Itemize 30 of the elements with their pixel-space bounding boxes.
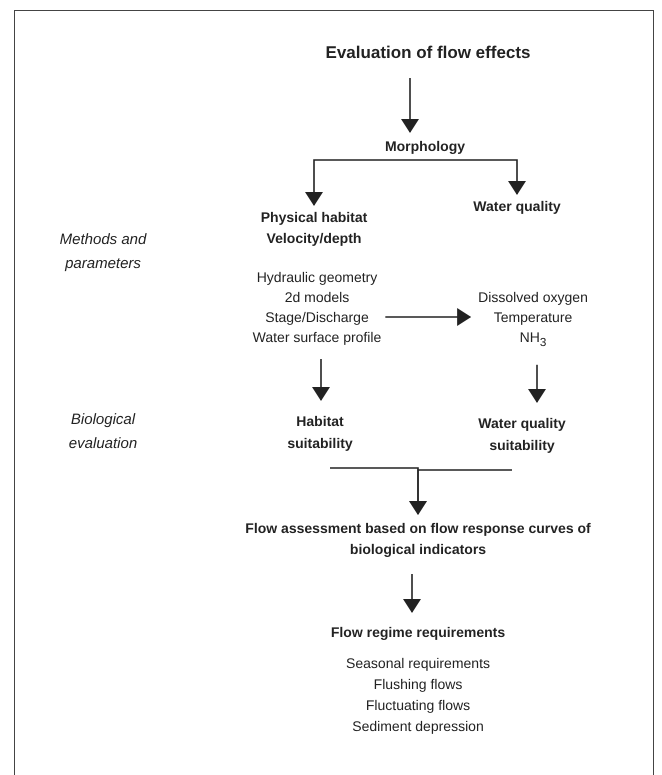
box-text: Flow assessment based on flow response curves of biological indicators — [244, 519, 592, 559]
node-label: Velocity/depth — [266, 229, 362, 248]
arrow — [385, 308, 472, 326]
node-label: Physical habitat — [260, 208, 368, 227]
row-label: Methods and parameters — [58, 230, 148, 274]
list-item: Stage/Discharge — [265, 308, 369, 327]
node-label: Water quality suitability — [477, 414, 567, 455]
row-label: Biological evaluation — [68, 410, 138, 454]
arrow — [312, 359, 330, 401]
arrow — [403, 574, 421, 613]
heading-text: Evaluation of flow effects — [326, 42, 530, 64]
list-item: Fluctuating flows — [366, 696, 470, 715]
list-item: Sediment depression — [352, 717, 484, 736]
arrow — [425, 159, 526, 195]
node-label: Flow regime requirements — [330, 623, 506, 642]
list-item: 2d models — [284, 288, 350, 307]
node-label: Water quality — [473, 197, 561, 216]
arrow — [528, 364, 546, 403]
list-item: Dissolved oxygen — [478, 288, 588, 307]
arrow — [305, 159, 425, 206]
arrow — [401, 78, 419, 133]
list-item: Flushing flows — [374, 675, 462, 694]
list-item: Water surface profile — [252, 328, 382, 347]
node-label: Habitat suitability — [286, 412, 354, 453]
arrow — [409, 469, 512, 515]
list-item: NH$_{3}$ — [520, 328, 546, 351]
list-item: Hydraulic geometry — [256, 268, 378, 287]
list-item: Seasonal requirements — [346, 654, 490, 673]
node-label: Morphology — [384, 137, 466, 156]
list-item: Temperature — [494, 308, 572, 327]
